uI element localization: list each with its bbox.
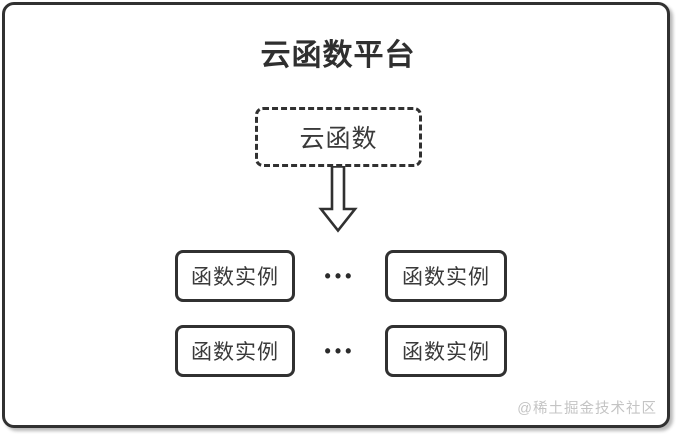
watermark: @稀土掘金技术社区 xyxy=(517,401,657,417)
function-instance-label: 函数实例 xyxy=(191,266,279,289)
function-instance-label: 函数实例 xyxy=(402,266,490,289)
ellipsis-dots: ••• xyxy=(324,265,356,286)
function-instance-box: 函数实例 xyxy=(175,325,295,377)
ellipsis-dots: ••• xyxy=(324,340,356,361)
down-arrow-icon xyxy=(318,165,358,233)
cloud-function-node-label: 云函数 xyxy=(299,125,378,153)
function-instance-box: 函数实例 xyxy=(385,325,507,377)
function-instance-label: 函数实例 xyxy=(402,341,490,364)
function-instance-box: 函数实例 xyxy=(175,250,295,302)
function-instance-label: 函数实例 xyxy=(191,341,279,364)
cloud-function-node: 云函数 xyxy=(255,107,422,167)
function-instance-box: 函数实例 xyxy=(385,250,507,302)
diagram-title: 云函数平台 xyxy=(260,39,416,72)
